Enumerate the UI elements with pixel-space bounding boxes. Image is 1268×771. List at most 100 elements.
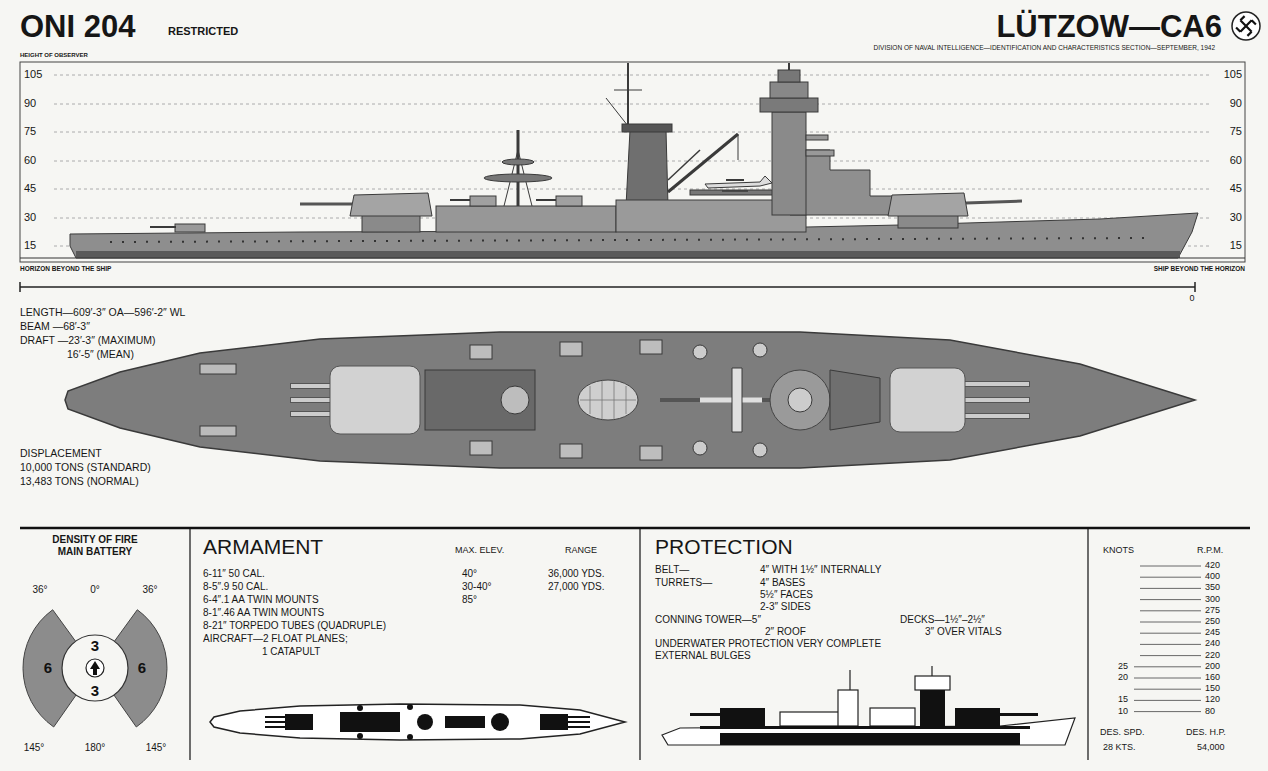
height-scale: 45 (1230, 182, 1242, 195)
armor-profile-part-part (700, 726, 1030, 729)
rpm-tick (1140, 610, 1201, 611)
knots-value: 20 (1118, 672, 1128, 682)
ship-plan-part (640, 340, 662, 354)
column-heading: R.P.M. (1197, 545, 1223, 555)
armament-row: 6-4″.1 AA TWIN MOUNTS (203, 594, 319, 606)
armor-profile-part (915, 676, 950, 690)
armor-value: 2-3″ SIDES (760, 601, 811, 613)
armament-row: AIRCRAFT—2 FLOAT PLANES; (203, 633, 348, 645)
height-scale: 60 (24, 154, 36, 167)
armor-note: UNDERWATER PROTECTION VERY COMPLETE (655, 638, 881, 650)
rpm-tick (1140, 588, 1201, 589)
ship-plan-part (963, 413, 1030, 419)
ship-profile-part (690, 190, 780, 195)
ship-plan-part (290, 411, 332, 417)
rpm-value: 200 (1205, 661, 1220, 671)
ship-plan-part (501, 386, 529, 414)
ship-plan-part (963, 398, 1029, 402)
ship-profile-part (436, 206, 616, 232)
bearing: 36° (142, 584, 157, 596)
classification: RESTRICTED (168, 25, 238, 38)
ship-profile-part (788, 63, 790, 70)
armament-plan-part-part (357, 705, 363, 711)
national-emblem-part (1232, 12, 1260, 40)
sheet-number: ONI 204 (20, 9, 135, 45)
ship-profile-part (738, 134, 739, 160)
ship-plan-part (700, 398, 762, 403)
ship-plan-part (770, 370, 830, 430)
elevation: 40° (462, 568, 477, 580)
ship-profile-part (470, 196, 496, 206)
rpm-value: 250 (1205, 616, 1220, 626)
ship-profile-part (760, 98, 818, 112)
bearing: 36° (32, 584, 47, 596)
armor-value: 5½″ FACES (760, 589, 813, 601)
design-value: 28 KTS. (1103, 742, 1136, 752)
scale-caption: HEIGHT OF OBSERVER (20, 52, 88, 59)
ship-profile-part (806, 150, 834, 156)
ship-profile-part (770, 82, 808, 98)
armor-item: BELT— (655, 564, 689, 576)
ship-profile-part (705, 176, 772, 188)
ship-profile-part (626, 130, 668, 206)
dimension: DRAFT —23′-3″ (MAXIMUM) (20, 334, 156, 346)
ship-plan-part (963, 414, 1029, 418)
ship-plan-part (753, 443, 767, 457)
ship-plan (65, 332, 1195, 468)
panel-heading: PROTECTION (655, 535, 793, 559)
rpm-value: 400 (1205, 571, 1220, 581)
range: 36,000 YDS. (548, 568, 605, 580)
ship-profile-part (556, 196, 582, 206)
ship-profile-part (668, 150, 700, 180)
height-scale: 45 (24, 182, 36, 195)
height-scale: 15 (1230, 239, 1242, 252)
bearing: 0° (90, 584, 100, 596)
armor-profile (662, 666, 1075, 745)
knots-value: 25 (1118, 661, 1128, 671)
ship-profile-part (722, 190, 748, 192)
rpm-tick (1140, 566, 1201, 567)
rpm-value: 300 (1205, 594, 1220, 604)
panel-rules-part (20, 527, 1250, 530)
column-heading: MAX. ELEV. (455, 545, 504, 555)
ship-profile-part (150, 226, 176, 228)
rpm-value: 150 (1205, 683, 1220, 693)
armor-item: DECKS—1½″–2½″ (900, 614, 985, 626)
gun-count: 6 (44, 660, 52, 677)
horizon-note: HORIZON BEYOND THE SHIP (20, 265, 111, 272)
ship-plan-part (788, 388, 812, 412)
rpm-value: 220 (1205, 650, 1220, 660)
armor-item: TURRETS— (655, 577, 712, 589)
ship-profile-part (726, 179, 744, 181)
height-scale: 90 (1230, 97, 1242, 110)
armament-plan (210, 704, 625, 740)
gun-count: 3 (91, 683, 99, 700)
armament-plan-part-part (417, 714, 433, 730)
height-scale: 15 (24, 239, 36, 252)
armor-profile-part (870, 708, 915, 726)
ship-profile (20, 63, 1245, 258)
ship-profile-part (76, 251, 1180, 258)
ship-profile-part (888, 193, 968, 216)
dimension: 16′-5″ (MEAN) (67, 348, 134, 360)
rpm-value: 160 (1205, 672, 1220, 682)
ship-plan-part (693, 441, 707, 455)
design-heading: DES. H.P. (1186, 727, 1226, 737)
ship-plan-part (578, 380, 638, 420)
armament-plan-part-part (566, 721, 590, 723)
ship-profile-part (966, 201, 1022, 203)
height-scale: 60 (1230, 154, 1242, 167)
panel-rules-part (189, 528, 190, 760)
fire-ring: 33 (61, 634, 129, 702)
armament-plan-part-part (357, 733, 363, 739)
ship-plan-part (693, 345, 707, 359)
ship-plan-part (753, 343, 767, 357)
ship-marker (86, 659, 104, 677)
armament-row: 8-1″.46 AA TWIN MOUNTS (203, 607, 324, 619)
armor-item: CONNING TOWER—5″ (655, 614, 761, 626)
dimension: LENGTH—609′-3″ OA—596′-2″ WL (20, 306, 185, 318)
ship-plan-part (291, 398, 332, 402)
ship-profile-part (806, 135, 828, 140)
ship-plan-part (65, 332, 1195, 468)
column-heading: RANGE (565, 545, 597, 555)
